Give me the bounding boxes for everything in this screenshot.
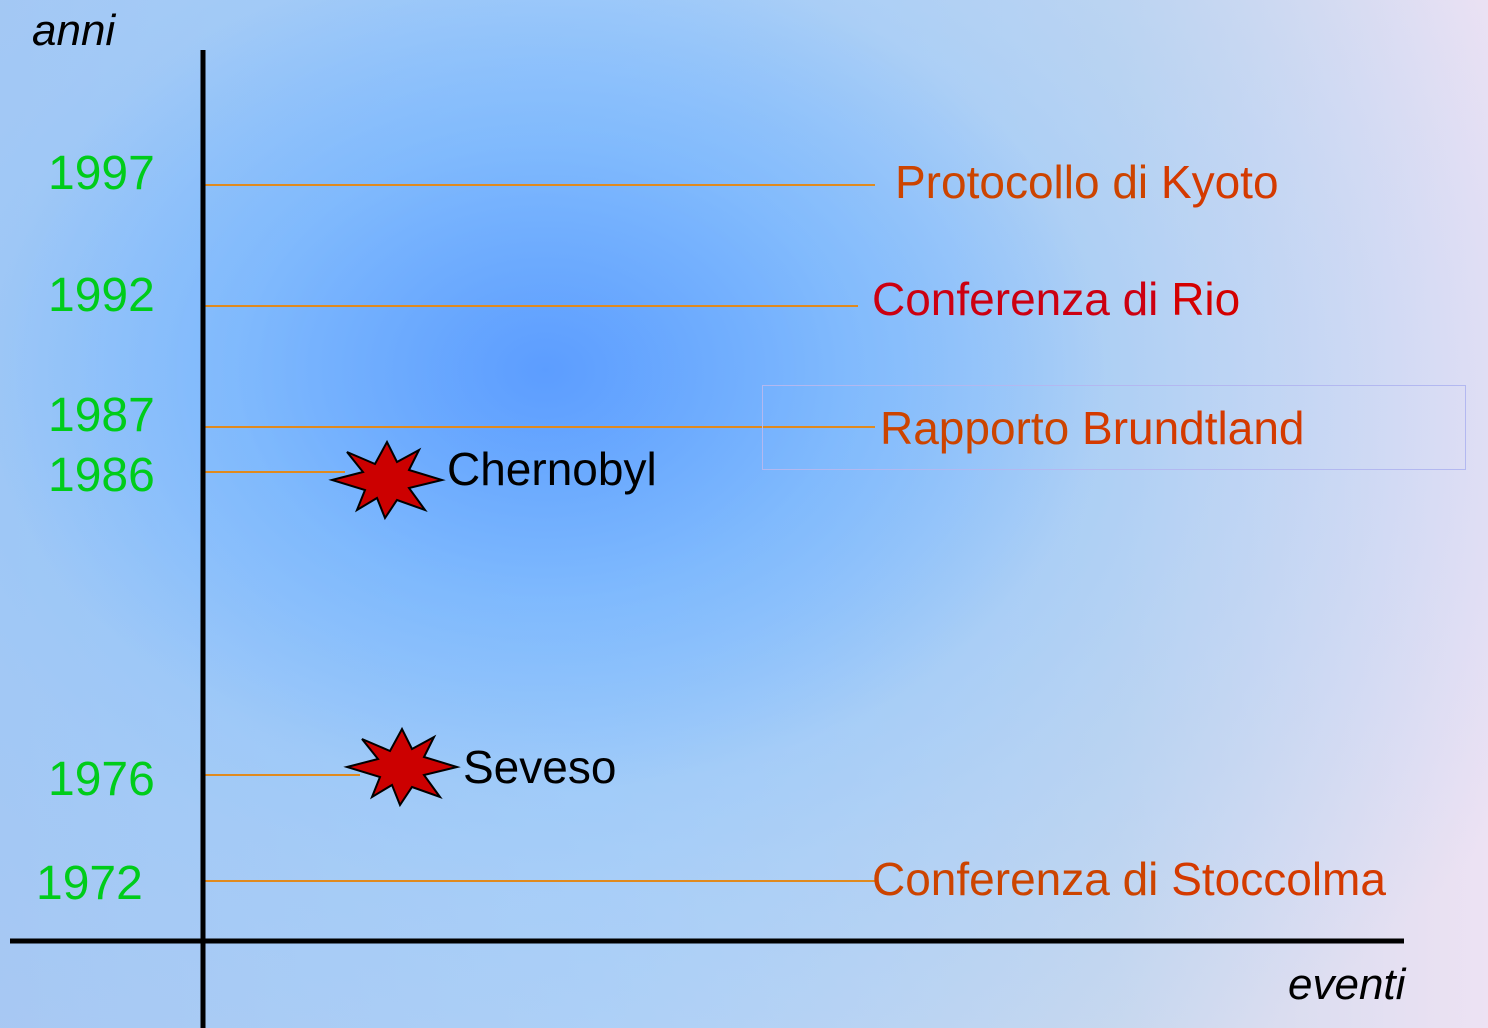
event-text: Protocollo di	[895, 156, 1161, 208]
year-label: 1992	[48, 269, 155, 322]
event-highlight: Brundtland	[1082, 402, 1305, 454]
event-kyoto: Protocollo di Kyoto	[895, 159, 1279, 205]
event-brundtland: Rapporto Brundtland	[880, 405, 1305, 451]
event-text: Conferenza di	[872, 273, 1172, 325]
year-label: 1972	[36, 857, 143, 910]
event-text: Conferenza di	[872, 853, 1172, 905]
event-stoccolma: Conferenza di Stoccolma	[872, 856, 1386, 902]
y-axis-label: anni	[32, 6, 116, 55]
event-highlight: Stoccolma	[1171, 853, 1386, 905]
event-rio: Conferenza di Rio	[872, 276, 1240, 322]
explosion-icon	[343, 726, 461, 808]
event-seveso: Seveso	[463, 741, 617, 793]
event-highlight: Kyoto	[1160, 156, 1279, 208]
event-text: Rapporto	[880, 402, 1083, 454]
explosion-icon	[328, 439, 446, 521]
year-label: 1986	[48, 449, 155, 502]
year-label: 1976	[48, 753, 155, 806]
event-chernobyl: Chernobyl	[447, 443, 657, 495]
year-label: 1987	[48, 389, 155, 442]
x-axis-label: eventi	[1288, 960, 1406, 1009]
event-highlight: Rio	[1171, 273, 1241, 325]
year-label: 1997	[48, 147, 155, 200]
brundtland-highlight-box	[762, 385, 1466, 470]
